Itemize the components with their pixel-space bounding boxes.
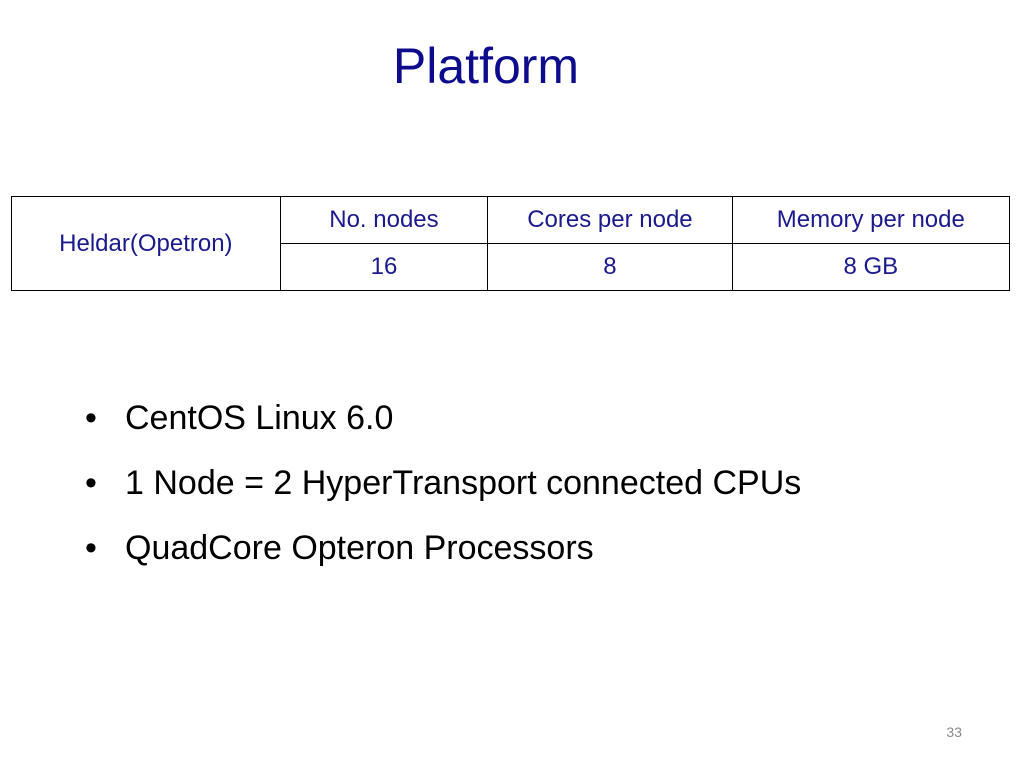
- table-header-row: Heldar(Opetron) No. nodes Cores per node…: [11, 196, 1011, 291]
- value-nodes: 16: [279, 243, 489, 291]
- list-item-text: CentOS Linux 6.0: [125, 399, 394, 437]
- system-name-cell: Heldar(Opetron): [11, 196, 281, 291]
- list-item-text: 1 Node = 2 HyperTransport connected CPUs: [125, 464, 802, 502]
- bullet-list: • CentOS Linux 6.0 • 1 Node = 2 HyperTra…: [85, 398, 801, 593]
- table-value-row: 16 8 8 GB: [12, 243, 1011, 291]
- page-number: 33: [946, 724, 962, 740]
- bullet-icon: •: [85, 529, 97, 567]
- value-memory-per-node: 8 GB: [731, 243, 1011, 291]
- header-nodes: No. nodes: [279, 196, 489, 244]
- list-item: • CentOS Linux 6.0: [85, 398, 801, 438]
- platform-spec-table: Heldar(Opetron) No. nodes Cores per node…: [11, 196, 1011, 291]
- list-item-text: QuadCore Opteron Processors: [125, 529, 594, 567]
- list-item: • QuadCore Opteron Processors: [85, 528, 801, 568]
- list-item: • 1 Node = 2 HyperTransport connected CP…: [85, 463, 801, 503]
- bullet-icon: •: [85, 464, 97, 502]
- bullet-icon: •: [85, 399, 97, 437]
- value-cores-per-node: 8: [487, 243, 733, 291]
- header-memory-per-node: Memory per node: [731, 196, 1011, 244]
- header-cores-per-node: Cores per node: [487, 196, 733, 244]
- slide-title: Platform: [392, 38, 580, 94]
